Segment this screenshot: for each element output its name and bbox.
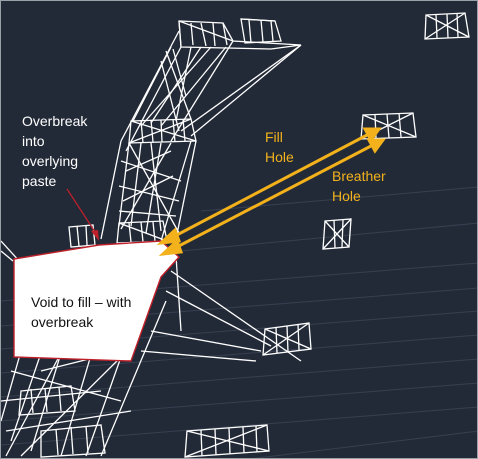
stope-block-mid-right	[262, 322, 312, 356]
breather-hole-line	[158, 138, 386, 256]
fill-hole-label: Fill Hole	[265, 129, 294, 165]
stope-block-top-right	[424, 12, 470, 40]
fill-hole-line	[156, 127, 382, 245]
void-shape	[13, 240, 180, 362]
overbreak-pointer-arrow	[66, 188, 99, 241]
stope-wireframe	[1, 18, 302, 458]
overbreak-label: Overbreak into overlying paste	[22, 113, 88, 189]
stope-block-small	[322, 218, 352, 250]
breather-hole-label: Breather Hole	[332, 168, 386, 204]
stope-block-bottom	[184, 424, 270, 458]
void-label: Void to fill – with overbreak	[31, 294, 132, 330]
